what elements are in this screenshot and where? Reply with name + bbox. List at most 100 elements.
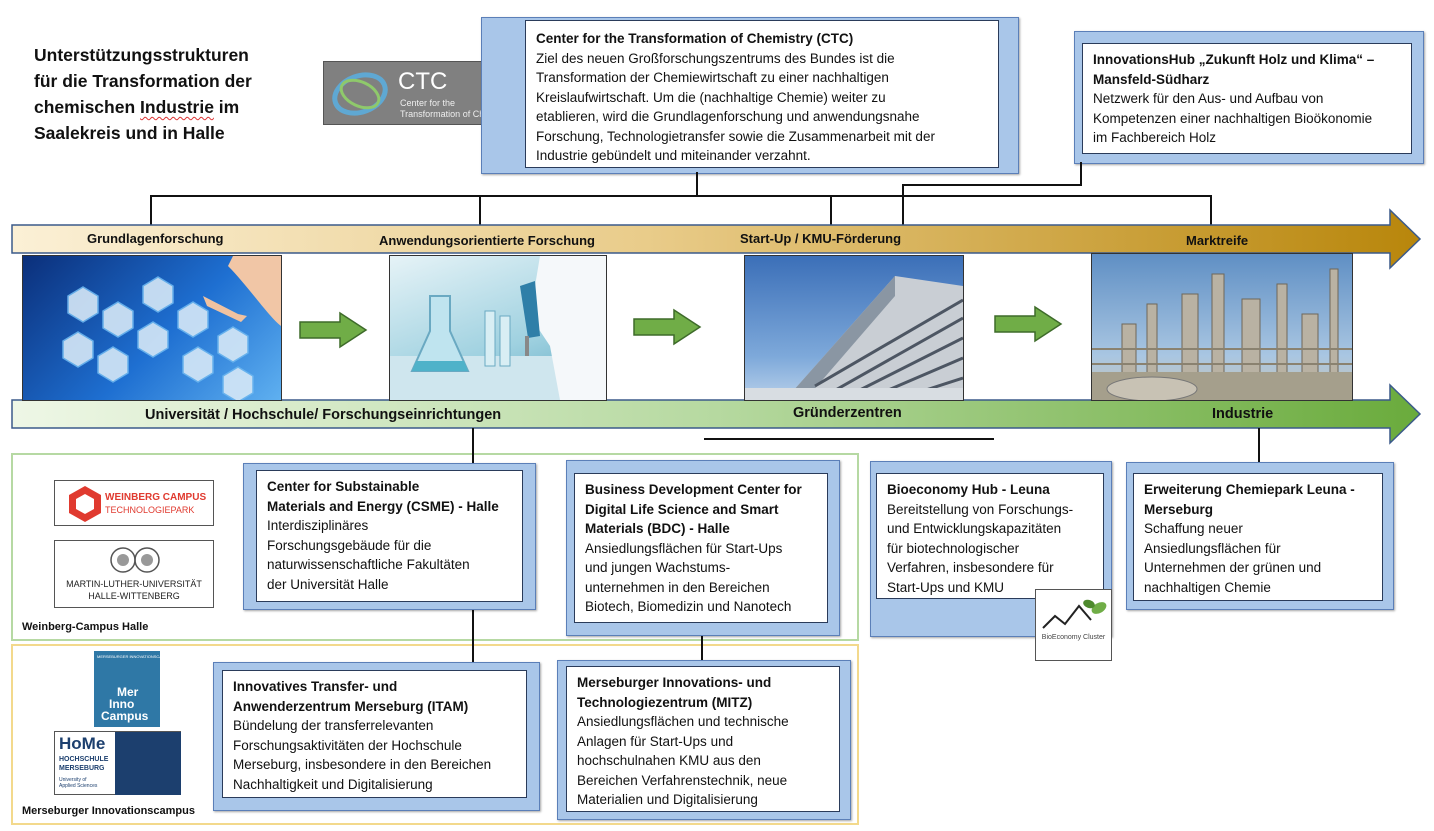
hub-box-text: Netzwerk für den Aus- und Aufbau von Kom… [1093,89,1401,148]
digital-network-photo [22,255,282,401]
sector-label-founders: Gründerzentren [793,405,902,421]
home-logo-l2: MERSEBURG [59,765,105,772]
chemie-box-heading: Erweiterung Chemiepark Leuna - Merseburg [1144,480,1372,519]
itam-text-line: Merseburg, insbesondere in den Bereichen [233,757,492,772]
csme-heading-line: Center for Substainable [267,479,420,494]
chemie-text-line: nachhaltigen Chemie [1144,579,1271,595]
bdc-box: Business Development Center for Digital … [574,473,828,623]
connector-line [150,195,152,225]
mlu-logo-line1: MARTIN-LUTHER-UNIVERSITÄT [66,579,202,589]
office-building-photo [744,255,964,401]
mitz-text-line: Bereichen Verfahrenstechnik, neue [577,772,788,788]
ctc-text-line: etablieren, wird die Grundlagenforschung… [536,109,920,124]
stage-label-startup: Start-Up / KMU-Förderung [740,231,902,246]
connector-line [1080,162,1082,185]
connector-line [701,622,703,660]
bioeco-text-line: und Entwicklungskapazitäten [887,521,1062,536]
ctc-logo-icon [332,72,388,116]
mitz-text-line: Anlagen für Start-Ups und [577,733,734,749]
weinberg-logo-line1: WEINBERG CAMPUS [105,492,207,503]
bdc-text-line: unternehmen in den Bereichen [585,579,770,595]
hub-heading-line: InnovationsHub „Zukunft Holz und Klima“ … [1093,52,1375,67]
bdc-text-line: und jungen Wachstums- [585,560,731,575]
title-line-3: chemischen Industrie im [34,97,240,117]
ctc-text-line: Ziel des neuen Großforschungszentrums de… [536,50,895,66]
mitz-heading-line: Merseburger Innovations- und [577,675,772,690]
weinberg-logo-line2: TECHNOLOGIEPARK [105,505,195,515]
merinno-logo-w3: Campus [101,709,149,723]
mlu-logo-line2: HALLE-WITTENBERG [88,591,180,601]
digital-network-graphic [62,256,281,400]
csme-box-heading: Center for Substainable Materials and En… [267,477,512,516]
chemie-box: Erweiterung Chemiepark Leuna - Merseburg… [1133,473,1383,601]
weinberg-campus-logo: WEINBERG CAMPUS TECHNOLOGIEPARK [54,480,214,526]
itam-heading-line: Anwenderzentrum Merseburg (ITAM) [233,698,469,714]
bioeco-text-line: für biotechnologischer [887,540,1020,556]
laboratory-graphic [390,256,606,400]
csme-text-line: der Universität Halle [267,576,389,592]
mitz-text-line: hochschulnahen KMU aus den [577,753,761,768]
hub-heading-line: Mansfeld-Südharz [1093,71,1210,87]
connector-line [472,428,474,463]
chemie-text-line: Unternehmen der grünen und [1144,560,1322,575]
hub-text-line: Netzwerk für den Aus- und Aufbau von [1093,91,1324,106]
flow-arrow-2 [633,308,702,346]
itam-text-line: Nachhaltigkeit und Digitalisierung [233,776,433,792]
ctc-box-text: Ziel des neuen Großforschungszentrums de… [536,49,988,166]
csme-text-line: Interdisziplinäres [267,518,369,533]
chemical-plant-graphic [1092,268,1352,400]
ctc-logo-line2: Transformation of Chemistry [400,109,514,119]
laboratory-photo [389,255,607,401]
mitz-box-text: Ansiedlungsflächen und technische Anlage… [577,712,829,810]
connector-line [150,195,1212,197]
hub-text-line: im Fachbereich Holz [1093,130,1217,145]
stage-label-marktreife: Marktreife [1186,233,1249,248]
connector-line [902,184,904,225]
office-building-graphic [745,276,963,400]
bioeconomy-leaf-icon [1042,599,1107,629]
page-title: Unterstützungsstrukturen für die Transfo… [34,42,304,146]
itam-box-heading: Innovatives Transfer- und Anwenderzentru… [233,677,516,716]
bdc-heading-line: Business Development Center for [585,482,802,497]
mlu-seal-icon [110,547,160,573]
bdc-text-line: Ansiedlungsflächen für Start-Ups [585,540,783,556]
home-logo-l4: Applied Sciences [59,783,98,789]
bioeco-text-line: Start-Ups und KMU [887,579,1005,595]
hub-text-line: Kompetenzen einer nachhaltigen Bioökonom… [1093,110,1373,126]
flow-arrow-3 [994,305,1063,343]
ctc-text-line: Industrie gebündelt und miteinander verz… [536,148,811,163]
connector-line [830,195,832,225]
title-line-2: für die Transformation der [34,71,252,91]
chemical-plant-photo [1091,253,1353,401]
chemie-text-line: Schaffung neuer [1144,521,1243,536]
ctc-text-line: Kreislaufwirtschaft. Um die (nachhaltige… [536,89,886,105]
csme-heading-line: Materials and Energy (CSME) - Halle [267,498,499,514]
bdc-box-heading: Business Development Center for Digital … [585,480,817,539]
home-logo-l3: University of [59,777,87,783]
merseburg-campus-region [11,644,859,825]
bioeco-text-line: Verfahren, insbesondere für [887,560,1054,575]
sector-label-university: Universität / Hochschule/ Forschungseinr… [145,407,502,423]
stage-label-grundlagen: Grundlagenforschung [87,231,224,246]
connector-line [902,184,1082,186]
ctc-logo-abbr: CTC [398,68,448,95]
bioeco-box-heading: Bioeconomy Hub - Leuna [887,482,1050,497]
bottom-process-arrow [11,383,1422,445]
csme-text-line: naturwissenschaftliche Fakultäten [267,557,470,572]
csme-text-line: Forschungsgebäude für die [267,537,432,553]
csme-box-text: Interdisziplinäres Forschungsgebäude für… [267,516,512,594]
chemie-box-text: Schaffung neuer Ansiedlungsflächen für U… [1144,519,1372,597]
weinberg-campus-region [11,453,859,641]
mitz-box-heading: Merseburger Innovations- und Technologie… [577,673,829,712]
title-line-4: Saalekreis und in Halle [34,123,225,143]
itam-text-line: Forschungsaktivitäten der Hochschule [233,737,462,753]
hub-box: InnovationsHub „Zukunft Holz und Klima“ … [1082,43,1412,154]
sector-label-industry: Industrie [1212,406,1274,422]
bdc-heading-line: Materials (BDC) - Halle [585,521,730,536]
hochschule-merseburg-logo: HoMe HOCHSCHULE MERSEBURG University of … [54,731,181,795]
merinno-logo-w2: Inno [109,697,135,711]
bdc-box-text: Ansiedlungsflächen für Start-Ups und jun… [585,539,817,617]
merseburger-innovationscampus-logo: MERSEBURGER INNOVATIONSCAMPUS Mer Inno C… [94,651,174,727]
mitz-heading-line: Technologiezentrum (MITZ) [577,694,753,710]
ctc-text-line: Transformation der Chemiewirtschaft zu e… [536,70,889,85]
